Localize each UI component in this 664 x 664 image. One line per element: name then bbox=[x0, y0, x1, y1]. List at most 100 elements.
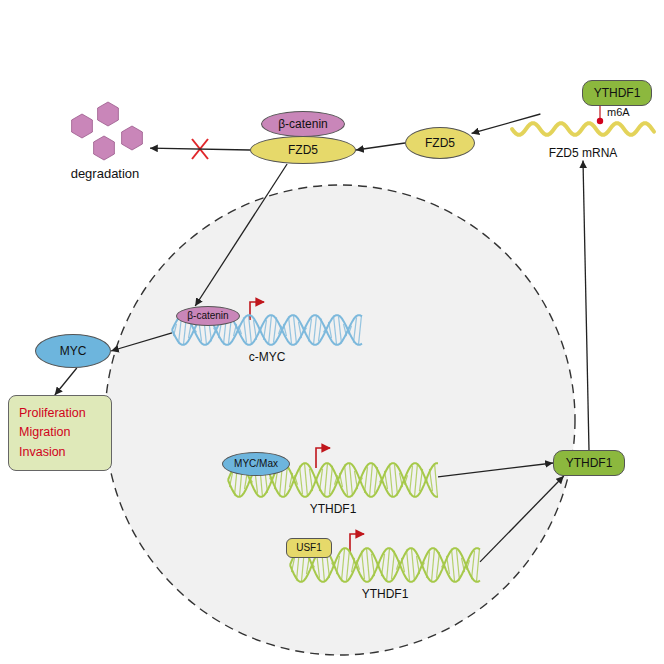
arrow-connector bbox=[111, 333, 172, 351]
helix-rung bbox=[240, 464, 243, 497]
helix-rung bbox=[387, 548, 390, 582]
helix-rung bbox=[302, 549, 305, 582]
helix-rung bbox=[280, 464, 283, 497]
node-label: YTHDF1 bbox=[290, 587, 480, 601]
node-label: Proliferation Migration Invasion bbox=[19, 404, 101, 462]
helix-rung bbox=[432, 548, 435, 582]
helix-rung bbox=[410, 466, 413, 495]
arrow-connector bbox=[195, 164, 287, 306]
helix-rung bbox=[370, 463, 373, 497]
helix-rung bbox=[412, 549, 415, 582]
helix-rung bbox=[477, 548, 480, 582]
mrna-strand: FZD5 mRNA bbox=[512, 114, 654, 160]
helix-rung bbox=[305, 463, 308, 497]
helix-rung bbox=[342, 549, 345, 582]
helix-rung bbox=[452, 549, 455, 582]
helix-strand bbox=[228, 463, 438, 497]
receptor-ellipse: FZD5 bbox=[250, 136, 356, 164]
degradation-cluster: degradation bbox=[60, 98, 150, 182]
helix-rung bbox=[300, 466, 303, 495]
helix-rung bbox=[330, 466, 333, 495]
helix-rung bbox=[392, 551, 395, 580]
modification-label: m6A bbox=[607, 106, 630, 118]
helix-rung bbox=[347, 550, 350, 581]
helix-rung bbox=[350, 464, 353, 497]
node-label: FZD5 bbox=[288, 143, 318, 157]
helix-strand bbox=[290, 548, 480, 582]
fragment-hexagon bbox=[98, 102, 119, 126]
helix-rung bbox=[260, 463, 263, 497]
node-label: YTHDF1 bbox=[594, 86, 641, 100]
helix-rung bbox=[354, 317, 357, 342]
helix-rung bbox=[395, 465, 398, 496]
receptor-ellipse: FZD5 bbox=[405, 127, 475, 159]
helix-rung bbox=[314, 315, 317, 345]
degraded-fragments bbox=[60, 98, 150, 164]
helix-rung bbox=[415, 463, 418, 497]
protein-ellipse: MYC bbox=[35, 334, 111, 368]
helix-rung bbox=[285, 465, 288, 496]
node-label: β-catenin bbox=[187, 310, 228, 322]
protein-ellipse: β-catenin bbox=[176, 306, 240, 326]
helix-rung bbox=[345, 465, 348, 496]
helix-rung bbox=[334, 316, 337, 345]
node-label: FZD5 bbox=[425, 136, 455, 150]
transcription-factor: USF1 bbox=[286, 538, 332, 558]
helix-rung bbox=[297, 550, 300, 581]
helix-rung bbox=[229, 316, 232, 343]
reader-protein: YTHDF1 bbox=[553, 450, 625, 476]
helix-strand bbox=[172, 315, 362, 345]
node-label: YTHDF1 bbox=[228, 502, 438, 516]
fragment-hexagon bbox=[122, 126, 143, 150]
node-label: MYC/Max bbox=[234, 458, 278, 470]
helix-rung bbox=[322, 548, 325, 582]
reader-protein: YTHDF1 bbox=[582, 80, 652, 106]
helix-strand bbox=[172, 315, 362, 345]
node-label: YTHDF1 bbox=[566, 456, 613, 470]
helix-rung bbox=[204, 315, 207, 345]
protein-ellipse: MYC/Max bbox=[222, 452, 290, 476]
helix-rung bbox=[274, 317, 277, 342]
helix-rung bbox=[224, 316, 227, 345]
node-label: FZD5 mRNA bbox=[512, 146, 654, 160]
helix-strand bbox=[290, 548, 480, 582]
outcome-box: Proliferation Migration Invasion bbox=[8, 395, 112, 471]
helix-rung bbox=[184, 316, 187, 345]
node-label: β-catenin bbox=[278, 117, 328, 131]
node-label: MYC bbox=[60, 344, 87, 358]
fragment-hexagon bbox=[72, 114, 93, 138]
helix-rung bbox=[359, 315, 362, 345]
helix-rung bbox=[294, 316, 297, 345]
m6a-mark bbox=[597, 106, 603, 124]
helix-rung bbox=[435, 463, 438, 497]
node-label: USF1 bbox=[296, 542, 322, 554]
helix-rung bbox=[390, 464, 393, 497]
helix-rung bbox=[367, 548, 370, 582]
node-label: c-MYC bbox=[172, 350, 362, 364]
arrow-connector bbox=[480, 476, 564, 562]
helix-rung bbox=[339, 316, 342, 343]
mrna-line bbox=[512, 123, 654, 135]
arrow-connector bbox=[356, 143, 405, 150]
helix-rung bbox=[249, 315, 252, 345]
arrow-connector bbox=[583, 160, 589, 450]
helix-rung bbox=[472, 551, 475, 580]
arrow-connector bbox=[438, 463, 553, 477]
node-label: degradation bbox=[60, 166, 150, 182]
helix-rung bbox=[362, 551, 365, 580]
helix-rung bbox=[457, 550, 460, 581]
arrow-connector bbox=[55, 368, 77, 395]
fragment-hexagon bbox=[94, 136, 115, 160]
helix-rung bbox=[407, 550, 410, 581]
helix-rung bbox=[244, 317, 247, 342]
helix-strand bbox=[228, 463, 438, 497]
nucleus-outline bbox=[105, 185, 575, 655]
helix-rung bbox=[269, 315, 272, 345]
helix-rung bbox=[289, 316, 292, 343]
helix-rung bbox=[235, 465, 238, 496]
helix-rung bbox=[325, 463, 328, 497]
helix-rung bbox=[179, 316, 182, 343]
arrow-connector bbox=[150, 148, 250, 150]
mrna-wave bbox=[512, 114, 654, 144]
